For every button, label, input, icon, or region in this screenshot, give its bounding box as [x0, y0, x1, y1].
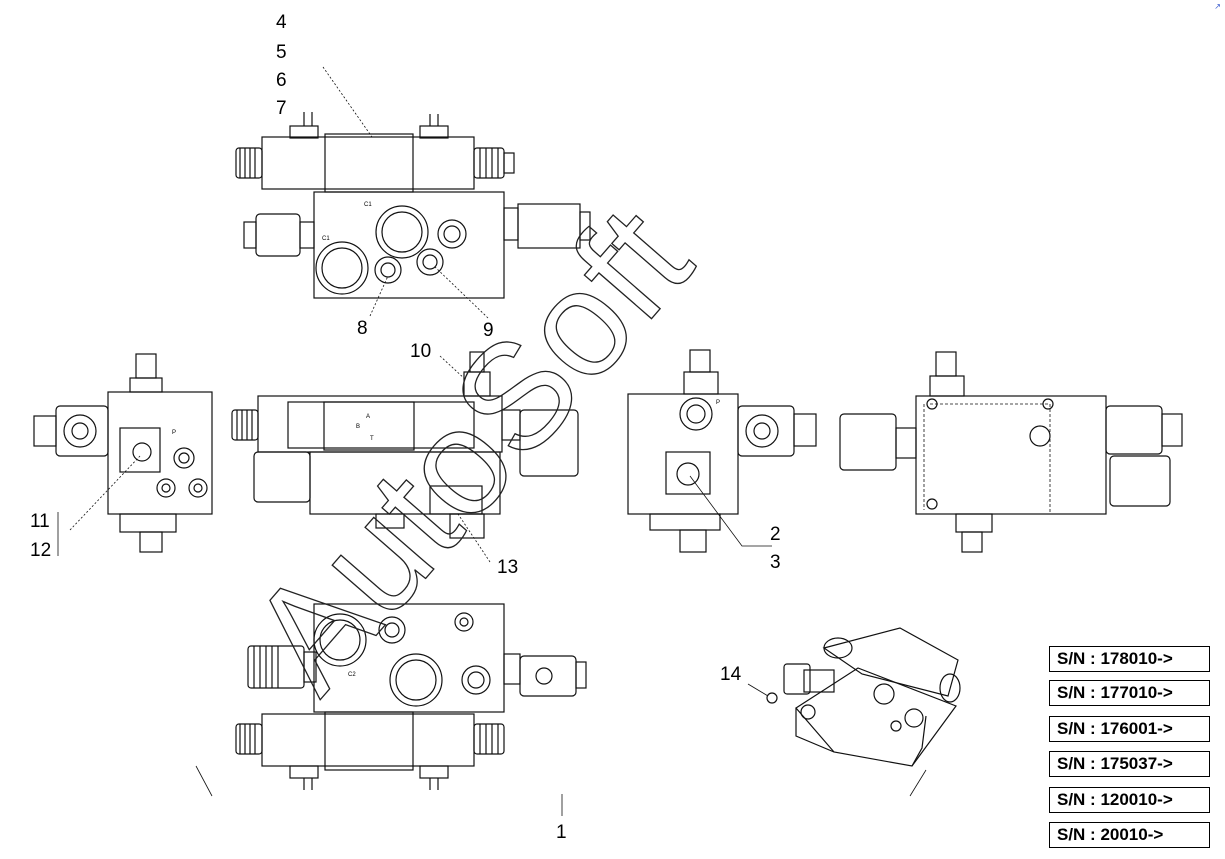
port-label-t: T: [370, 436, 374, 442]
serial-number-box[interactable]: S/N : 177010->: [1049, 680, 1210, 706]
port-label-c1-left: C1: [322, 236, 330, 242]
valve-isometric-view: [747, 627, 961, 797]
serial-number-box[interactable]: S/N : 175037->: [1049, 751, 1210, 777]
callout-13: 13: [497, 557, 518, 578]
valve-rear-view: [839, 351, 1183, 553]
callout-14: 14: [720, 664, 742, 685]
serial-number-box[interactable]: S/N : 178010->: [1049, 646, 1210, 672]
corner-mark-icon: ↗: [1214, 2, 1221, 11]
port-label-p-right: P: [716, 400, 720, 406]
valve-bottom-view: [195, 603, 587, 816]
callout-4: 4: [276, 12, 287, 33]
callout-1: 1: [556, 822, 567, 843]
callout-3: 3: [770, 552, 781, 573]
port-label-p-left: P: [172, 430, 176, 436]
valve-left-side-view: [33, 353, 213, 556]
valve-right-side-view: [627, 349, 817, 553]
port-label-a: A: [366, 414, 370, 420]
port-label-b: B: [356, 424, 360, 430]
autosoft-watermark: AutoSoft: [217, 177, 721, 721]
callout-2: 2: [770, 524, 781, 545]
callout-12: 12: [30, 540, 51, 561]
callout-5: 5: [276, 42, 287, 63]
serial-number-box[interactable]: S/N : 120010->: [1049, 787, 1210, 813]
callout-7: 7: [276, 98, 287, 119]
serial-number-box[interactable]: S/N : 176001->: [1049, 716, 1210, 742]
serial-number-box[interactable]: S/N : 20010->: [1049, 822, 1210, 848]
callout-11: 11: [30, 511, 50, 532]
port-label-c1-top: C1: [364, 202, 372, 208]
callout-8: 8: [357, 318, 368, 339]
callout-9: 9: [483, 320, 494, 341]
callout-10: 10: [410, 341, 431, 362]
valve-top-view: [235, 66, 591, 319]
valve-front-view: [231, 351, 579, 563]
port-label-c2: C2: [348, 672, 356, 678]
callout-6: 6: [276, 70, 287, 91]
